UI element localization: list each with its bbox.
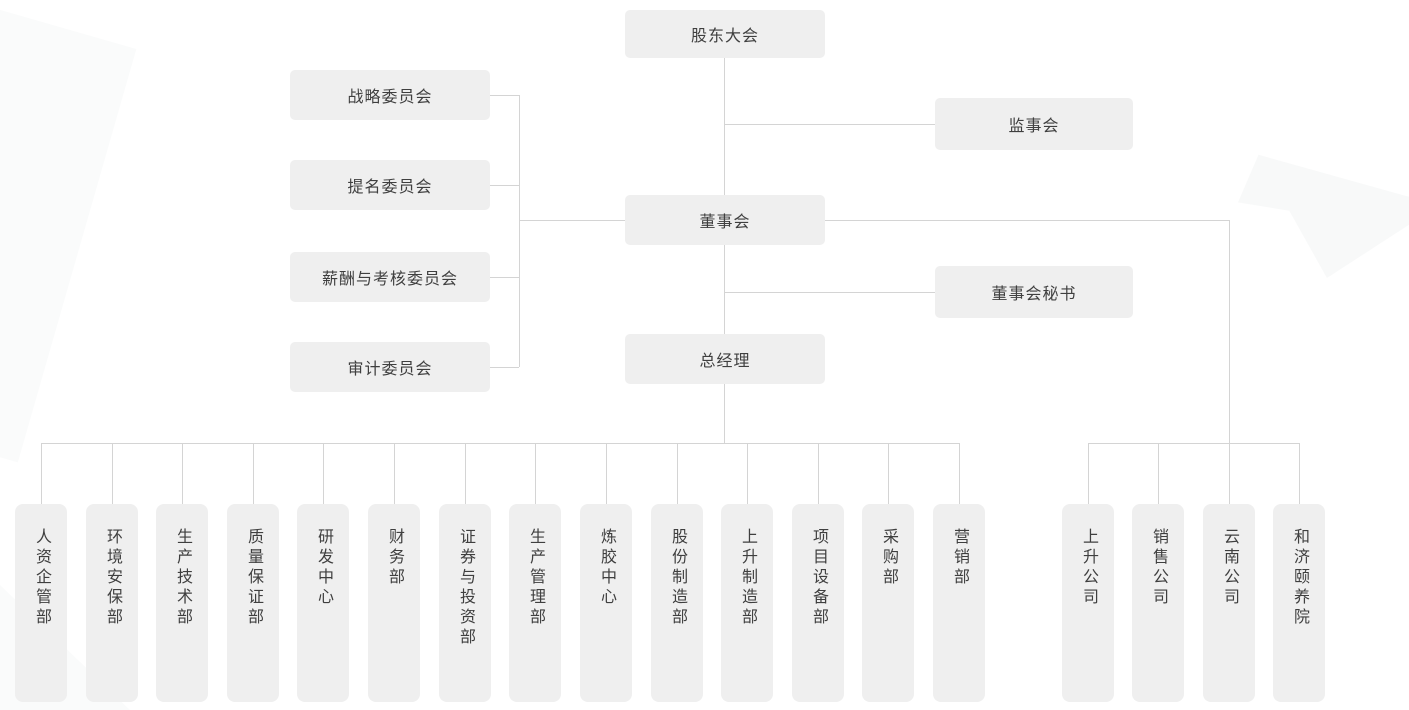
node-committee-strategy: 战略委员会 xyxy=(290,70,490,120)
node-committee-nomination: 提名委员会 xyxy=(290,160,490,210)
node-label: 战略委员会 xyxy=(347,89,433,106)
connector-board-secretary xyxy=(724,292,935,293)
node-label: 生产技术部 xyxy=(174,528,191,628)
node-label: 研发中心 xyxy=(315,528,332,608)
connector-board-gm xyxy=(724,245,725,334)
node-label: 采购部 xyxy=(880,528,897,588)
node-label: 云南公司 xyxy=(1221,528,1238,608)
connector-dept-drop-14 xyxy=(959,443,960,504)
connector-sub-drop-4 xyxy=(1299,443,1300,504)
connector-dept-drop-7 xyxy=(465,443,466,504)
node-label: 股份制造部 xyxy=(669,528,686,628)
node-department: 生产技术部 xyxy=(156,504,208,702)
node-label: 上升制造部 xyxy=(739,528,756,628)
connector-dept-drop-2 xyxy=(112,443,113,504)
connector-dept-drop-11 xyxy=(747,443,748,504)
node-department: 人资企管部 xyxy=(15,504,67,702)
node-department: 研发中心 xyxy=(297,504,349,702)
node-label: 董事会 xyxy=(699,214,751,231)
node-label: 财务部 xyxy=(386,528,403,588)
node-subsidiary: 上升公司 xyxy=(1062,504,1114,702)
connector-sub-drop-1 xyxy=(1088,443,1089,504)
connector-dept-drop-12 xyxy=(818,443,819,504)
connector-dept-drop-6 xyxy=(394,443,395,504)
node-department: 环境安保部 xyxy=(86,504,138,702)
node-subsidiary: 云南公司 xyxy=(1203,504,1255,702)
connector-sub-drop-3 xyxy=(1229,443,1230,504)
node-label: 质量保证部 xyxy=(245,528,262,628)
connector-dept-drop-9 xyxy=(606,443,607,504)
connector-subsidiaries-spine xyxy=(1088,443,1299,444)
node-department: 证券与投资部 xyxy=(439,504,491,702)
connector-sub-drop-2 xyxy=(1158,443,1159,504)
node-shareholders-meeting: 股东大会 xyxy=(625,10,825,58)
node-label: 营销部 xyxy=(951,528,968,588)
node-department: 采购部 xyxy=(862,504,914,702)
node-board-secretary: 董事会秘书 xyxy=(935,266,1133,318)
node-label: 项目设备部 xyxy=(810,528,827,628)
node-label: 炼胶中心 xyxy=(598,528,615,608)
connector-board-to-subsidiaries xyxy=(825,220,1229,221)
background-watermark-top-right xyxy=(1238,154,1409,278)
node-label: 股东大会 xyxy=(690,28,759,45)
node-general-manager: 总经理 xyxy=(625,334,825,384)
node-committee-audit: 审计委员会 xyxy=(290,342,490,392)
node-committee-remuneration: 薪酬与考核委员会 xyxy=(290,252,490,302)
node-label: 和济颐养院 xyxy=(1291,528,1308,628)
node-subsidiary: 销售公司 xyxy=(1132,504,1184,702)
node-department: 生产管理部 xyxy=(509,504,561,702)
connector-committees-to-board xyxy=(519,220,625,221)
connector-departments-spine xyxy=(41,443,959,444)
connector-committee-1 xyxy=(490,95,519,96)
node-supervisory-board: 监事会 xyxy=(935,98,1133,150)
node-label: 生产管理部 xyxy=(527,528,544,628)
connector-committee-4 xyxy=(490,367,519,368)
connector-dept-drop-4 xyxy=(253,443,254,504)
node-department: 股份制造部 xyxy=(651,504,703,702)
connector-committees-spine xyxy=(519,95,520,367)
node-label: 监事会 xyxy=(1008,118,1060,135)
node-board-of-directors: 董事会 xyxy=(625,195,825,245)
node-label: 上升公司 xyxy=(1080,528,1097,608)
connector-dept-drop-8 xyxy=(535,443,536,504)
node-label: 提名委员会 xyxy=(347,179,433,196)
node-label: 总经理 xyxy=(699,353,751,370)
connector-supervisory-board xyxy=(724,124,935,125)
node-department: 上升制造部 xyxy=(721,504,773,702)
node-department: 营销部 xyxy=(933,504,985,702)
connector-shareholders-board xyxy=(724,58,725,195)
node-label: 董事会秘书 xyxy=(991,286,1077,303)
connector-dept-drop-13 xyxy=(888,443,889,504)
connector-subsidiaries-feed xyxy=(1229,220,1230,443)
connector-dept-drop-1 xyxy=(41,443,42,504)
node-label: 审计委员会 xyxy=(347,361,433,378)
connector-committee-3 xyxy=(490,277,519,278)
node-department: 项目设备部 xyxy=(792,504,844,702)
node-label: 人资企管部 xyxy=(33,528,50,628)
node-department: 财务部 xyxy=(368,504,420,702)
node-department: 质量保证部 xyxy=(227,504,279,702)
node-label: 环境安保部 xyxy=(104,528,121,628)
connector-gm-down xyxy=(724,384,725,443)
connector-committee-2 xyxy=(490,185,519,186)
connector-dept-drop-5 xyxy=(323,443,324,504)
node-label: 证券与投资部 xyxy=(457,528,474,648)
node-department: 炼胶中心 xyxy=(580,504,632,702)
background-watermark-left xyxy=(0,7,137,463)
connector-dept-drop-3 xyxy=(182,443,183,504)
node-label: 薪酬与考核委员会 xyxy=(321,271,458,288)
node-label: 销售公司 xyxy=(1150,528,1167,608)
connector-dept-drop-10 xyxy=(677,443,678,504)
node-subsidiary: 和济颐养院 xyxy=(1273,504,1325,702)
